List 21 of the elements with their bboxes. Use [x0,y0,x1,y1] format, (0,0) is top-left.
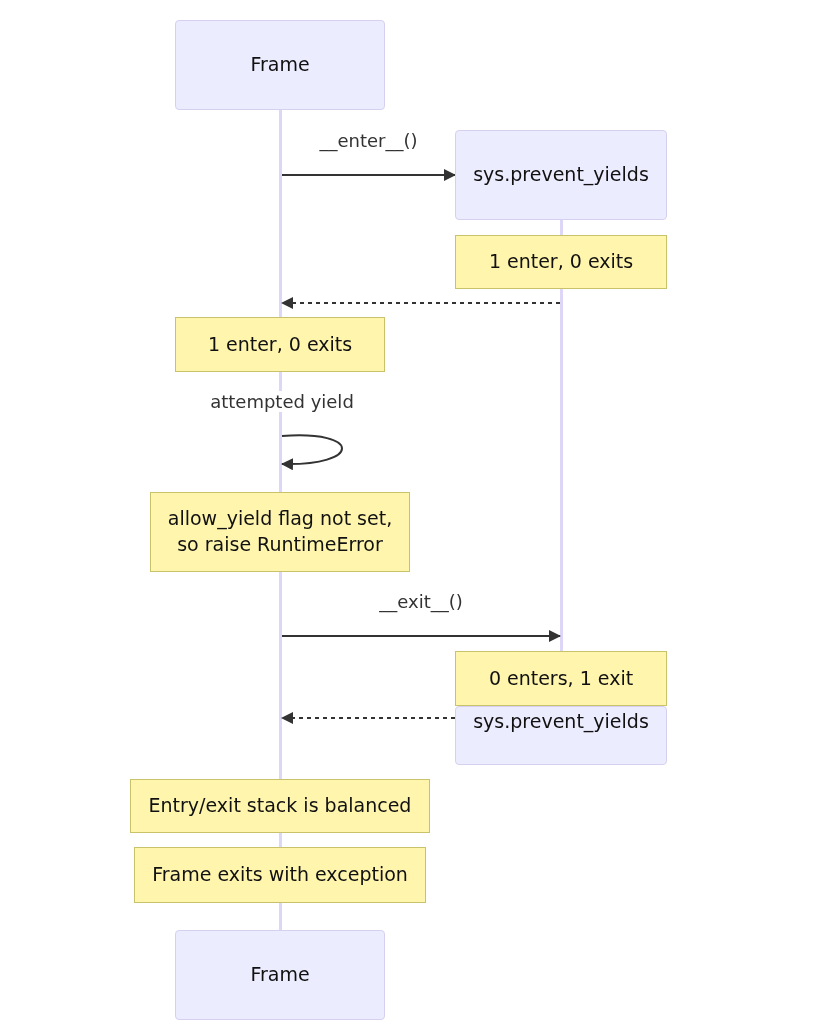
message-arrow [281,630,561,642]
lifeline [279,572,282,779]
message-arrow [281,297,561,309]
note-box: 0 enters, 1 exit [455,651,667,706]
self-arrow [281,434,343,470]
participant-box: Frame [175,20,385,110]
participant-box: sys.prevent_yields [455,706,667,765]
lifeline [279,903,282,930]
lifeline [560,289,563,651]
lifeline [279,833,282,847]
participant-box: Frame [175,930,385,1020]
note-box: 1 enter, 0 exits [455,235,667,289]
note-box: Frame exits with exception [134,847,426,903]
message-arrow [281,712,456,724]
lifeline [560,220,563,235]
note-box: 1 enter, 0 exits [175,317,385,372]
participant-box: sys.prevent_yields [455,130,667,220]
note-box: allow_yield flag not set, so raise RuntimeError [150,492,410,572]
message-arrow [281,169,456,181]
note-box: Entry/exit stack is balanced [130,779,430,833]
lifeline [279,110,282,317]
